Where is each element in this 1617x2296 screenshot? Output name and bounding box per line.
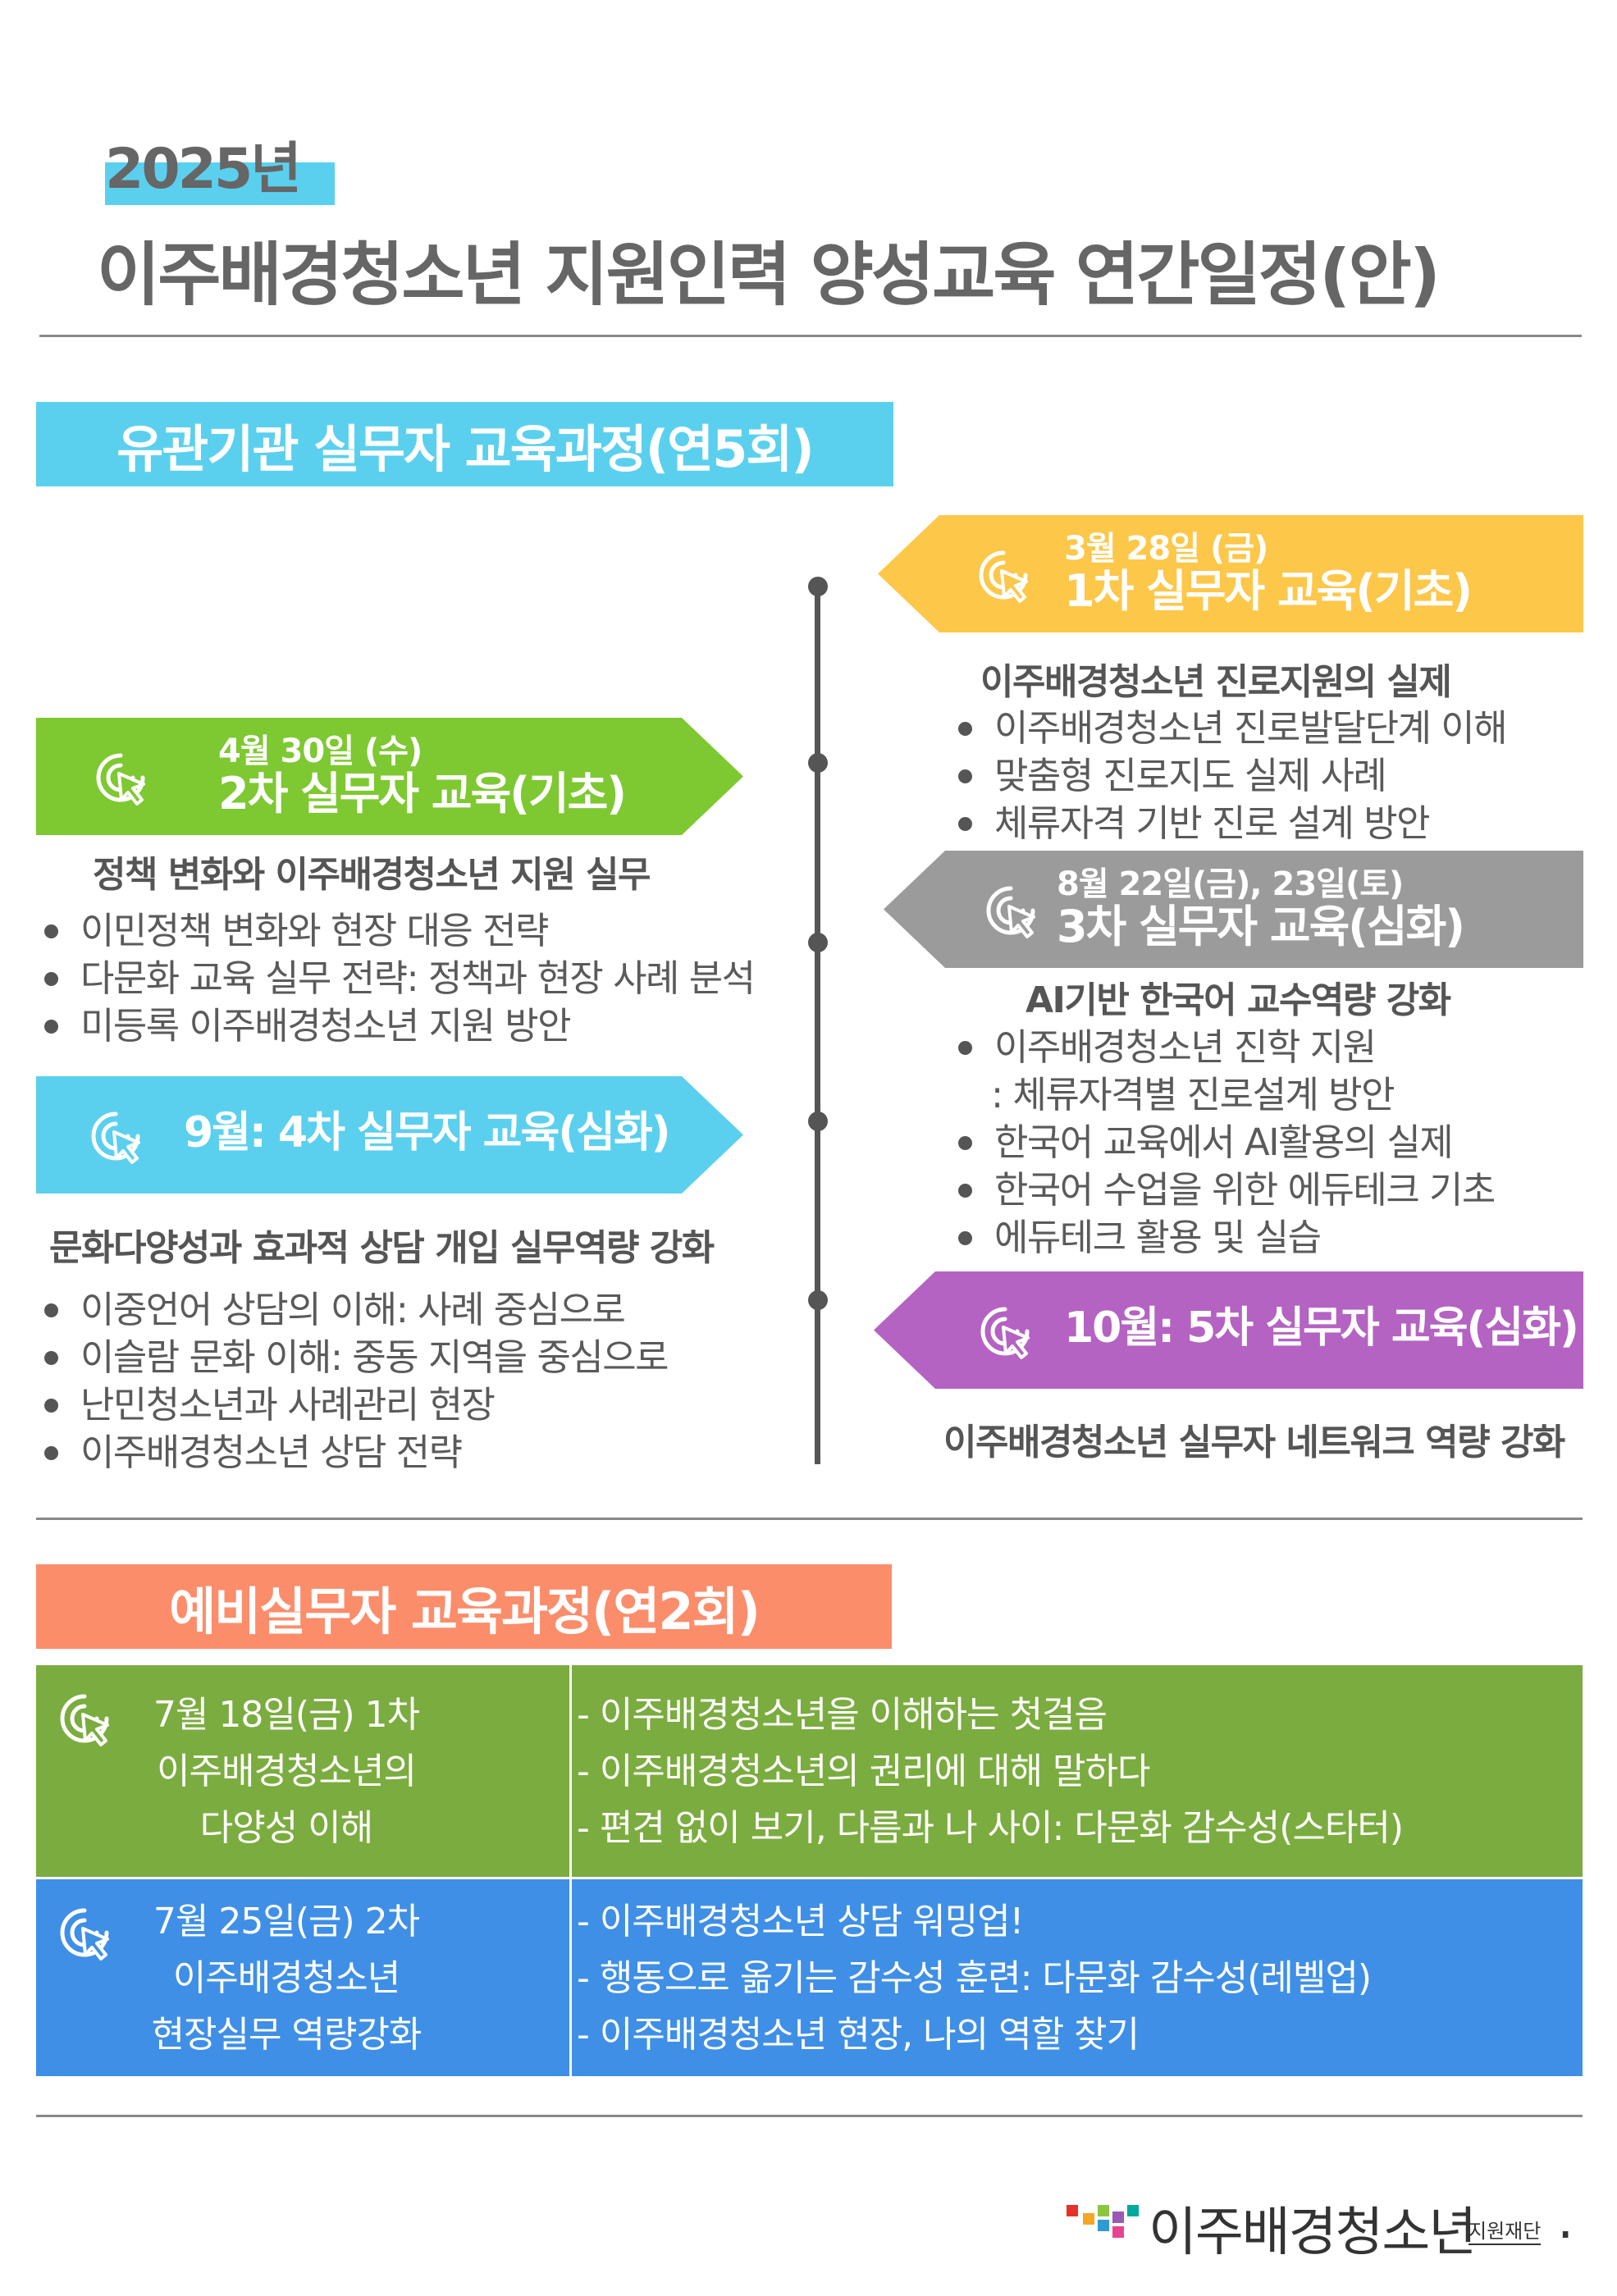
list-item: 이주배경청소년 진학 지원	[952, 1024, 1495, 1071]
content-line: - 이주배경청소년의 권리에 대해 말하다	[577, 1750, 1151, 1792]
list-item: 이중언어 상담의 이해: 사례 중심으로	[38, 1286, 668, 1334]
session5-subtitle: 이주배경청소년 실무자 네트워크 역량 강화	[943, 1422, 1565, 1463]
list-item: 이민정책 변화와 현장 대응 전략	[38, 907, 755, 955]
session3-title: 3차 실무자 교육(심화)	[1057, 901, 1465, 952]
session1-list: 이주배경청소년 진로발달단계 이해 맞춤형 진로지도 실제 사례 체류자격 기반…	[952, 705, 1508, 847]
section-divider	[36, 1518, 1583, 1520]
logo-dot: .	[1557, 2190, 1574, 2251]
header-divider	[39, 335, 1582, 337]
content-line: - 이주배경청소년 상담 워밍업!	[577, 1900, 1024, 1942]
session2-list: 이민정책 변화와 현장 대응 전략 다문화 교육 실무 전략: 정책과 현장 사…	[38, 907, 756, 1050]
session1-title: 1차 실무자 교육(기초)	[1064, 565, 1473, 617]
list-item: 한국어 교육에서 AI활용의 실제	[952, 1119, 1495, 1166]
session-line: 7월 25일(금) 2차	[153, 1900, 420, 1942]
session4-banner: 9월: 4차 실무자 교육(심화)	[36, 1076, 743, 1194]
session1-date: 3월 28일 (금)	[1064, 530, 1268, 568]
list-item: 이주배경청소년 상담 전략	[38, 1429, 668, 1477]
session1-banner: 3월 28일 (금) 1차 실무자 교육(기초)	[878, 515, 1583, 632]
list-item: 에듀테크 활용 및 실습	[952, 1214, 1495, 1262]
cursor-click-icon	[87, 1107, 144, 1165]
table-cell-content: - 이주배경청소년 상담 워밍업! - 행동으로 옮기는 감수성 훈련: 다문화…	[572, 1879, 1583, 2076]
list-item: 다문화 교육 실무 전략: 정책과 현장 사례 분석	[38, 955, 756, 1002]
list-item: 이슬람 문화 이해: 중동 지역을 중심으로	[38, 1334, 669, 1381]
footer-divider	[36, 2115, 1583, 2117]
page-title: 이주배경청소년 지원인력 양성교육 연간일정(안)	[97, 235, 1441, 315]
timeline-dot	[808, 933, 828, 952]
prework-table: 7월 18일(금) 1차 이주배경청소년의 다양성 이해 - 이주배경청소년을 …	[36, 1665, 1583, 2076]
list-item: 미등록 이주배경청소년 지원 방안	[38, 1002, 755, 1050]
content-line: - 행동으로 옮기는 감수성 훈련: 다문화 감수성(레벨업)	[577, 1956, 1372, 1999]
table-row: 7월 25일(금) 2차 이주배경청소년 현장실무 역량강화 - 이주배경청소년…	[36, 1879, 1583, 2076]
foundation-logo: 이주배경청소년 지원재단 .	[1067, 2190, 1575, 2263]
session-line: 다양성 이해	[199, 1806, 373, 1849]
logo-mosaic-icon	[1067, 2205, 1139, 2238]
content-line: - 이주배경청소년 현장, 나의 역할 찾기	[577, 2013, 1140, 2056]
list-item: 난민청소년과 사례관리 현장	[38, 1381, 668, 1429]
list-item: 체류자격 기반 진로 설계 방안	[952, 800, 1506, 847]
session3-list: 이주배경청소년 진학 지원 : 체류자격별 진로설계 방안 한국어 교육에서 A…	[952, 1024, 1496, 1262]
cursor-click-icon	[60, 1694, 109, 1746]
cursor-click-icon	[60, 1908, 109, 1961]
timeline-dot	[808, 1111, 828, 1131]
session3-date: 8월 22일(금), 23일(토)	[1057, 865, 1404, 903]
year-highlight-bar	[105, 162, 335, 205]
cursor-click-icon	[986, 886, 1035, 938]
cursor-click-icon	[979, 550, 1028, 603]
content-line: - 이주배경청소년을 이해하는 첫걸음	[577, 1693, 1108, 1736]
cursor-click-icon	[92, 749, 149, 806]
list-item: 이주배경청소년 진로발달단계 이해	[952, 705, 1508, 752]
session-line: 이주배경청소년	[172, 1956, 400, 1999]
list-item: : 체류자격별 진로설계 방안	[991, 1073, 1395, 1116]
session5-title: 10월: 5차 실무자 교육(심화)	[1064, 1303, 1579, 1353]
logo-sub: 지원재단	[1469, 2215, 1542, 2245]
cursor-click-icon	[980, 1307, 1030, 1359]
session-line: 이주배경청소년의	[157, 1750, 417, 1792]
year-label: 2025년	[105, 137, 302, 202]
session5-banner: 10월: 5차 실무자 교육(심화)	[874, 1271, 1583, 1389]
list-item: 맞춤형 진로지도 실제 사례	[952, 752, 1506, 800]
content-line: - 편견 없이 보기, 다름과 나 사이: 다문화 감수성(스타터)	[577, 1806, 1404, 1849]
session3-subtitle: AI기반 한국어 교수역량 강화	[1025, 979, 1451, 1021]
timeline-dot	[808, 577, 828, 596]
section1-header: 유관기관 실무자 교육과정(연5회)	[36, 402, 893, 486]
timeline-dot	[808, 753, 828, 773]
timeline-dot	[808, 1290, 828, 1310]
session-line: 현장실무 역량강화	[151, 2013, 423, 2056]
table-row: 7월 18일(금) 1차 이주배경청소년의 다양성 이해 - 이주배경청소년을 …	[36, 1665, 1583, 1879]
session-line: 7월 18일(금) 1차	[153, 1693, 420, 1736]
session2-title: 2차 실무자 교육(기초)	[218, 768, 625, 819]
table-cell-session: 7월 25일(금) 2차 이주배경청소년 현장실무 역량강화	[36, 1879, 572, 2076]
session3-banner: 8월 22일(금), 23일(토) 3차 실무자 교육(심화)	[884, 851, 1583, 968]
table-cell-content: - 이주배경청소년을 이해하는 첫걸음 - 이주배경청소년의 권리에 대해 말하…	[572, 1665, 1583, 1877]
list-item: 한국어 수업을 위한 에듀테크 기초	[952, 1166, 1496, 1214]
session2-banner: 4월 30일 (수) 2차 실무자 교육(기초)	[36, 718, 743, 835]
session2-subtitle: 정책 변화와 이주배경청소년 지원 실무	[93, 854, 651, 896]
session4-title: 9월: 4차 실무자 교육(심화)	[184, 1108, 669, 1157]
logo-name: 이주배경청소년	[1149, 2202, 1477, 2263]
section2-header: 예비실무자 교육과정(연2회)	[36, 1564, 892, 1649]
session2-date: 4월 30일 (수)	[218, 733, 423, 770]
session1-subtitle: 이주배경청소년 진로지원의 실제	[980, 661, 1452, 703]
timeline-line	[815, 578, 820, 1464]
table-cell-session: 7월 18일(금) 1차 이주배경청소년의 다양성 이해	[36, 1665, 572, 1877]
session4-subtitle: 문화다양성과 효과적 상담 개입 실무역량 강화	[49, 1227, 715, 1269]
session4-list: 이중언어 상담의 이해: 사례 중심으로 이슬람 문화 이해: 중동 지역을 중…	[38, 1286, 669, 1477]
